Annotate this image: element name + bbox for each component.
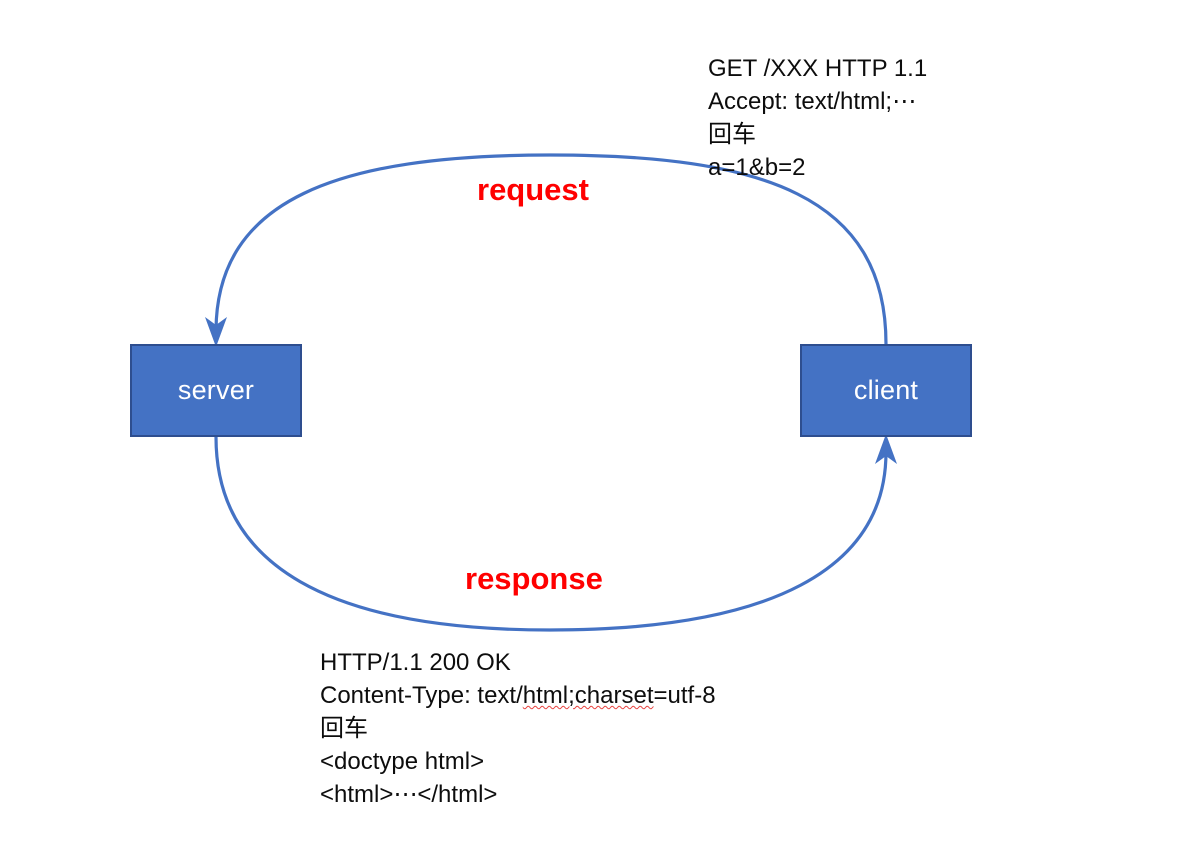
request-message-line: Accept: text/html;⋯ [708, 88, 917, 115]
response-message-line-content-type: Content-Type: text/html;charset=utf-8 [320, 679, 716, 712]
node-server[interactable]: server [130, 344, 302, 437]
node-client[interactable]: client [800, 344, 972, 437]
content-type-spellcheck-error: html;charset [522, 682, 654, 709]
response-arrowhead [875, 434, 897, 464]
request-message-line: GET /XXX HTTP 1.1 [708, 55, 928, 82]
response-message-line: 回车 [320, 715, 368, 742]
response-message-line: <doctype html> [320, 748, 485, 775]
content-type-prefix: Content-Type: text/ [320, 682, 523, 709]
response-label: response [465, 561, 603, 596]
response-arc [214, 435, 888, 632]
response-message-line: HTTP/1.1 200 OK [320, 649, 511, 676]
request-message-line: 回车 [708, 121, 756, 148]
node-client-label: client [853, 375, 919, 405]
request-label: request [477, 172, 589, 207]
response-message-block: HTTP/1.1 200 OK Content-Type: text/html;… [320, 646, 716, 811]
response-message-line: <html>⋯</html> [320, 781, 498, 808]
node-server-label: server [177, 375, 255, 405]
request-message-line: a=1&b=2 [708, 154, 806, 181]
request-arrowhead [205, 317, 227, 347]
request-message-block: GET /XXX HTTP 1.1 Accept: text/html;⋯ 回车… [708, 52, 927, 184]
content-type-suffix: =utf-8 [653, 682, 716, 709]
